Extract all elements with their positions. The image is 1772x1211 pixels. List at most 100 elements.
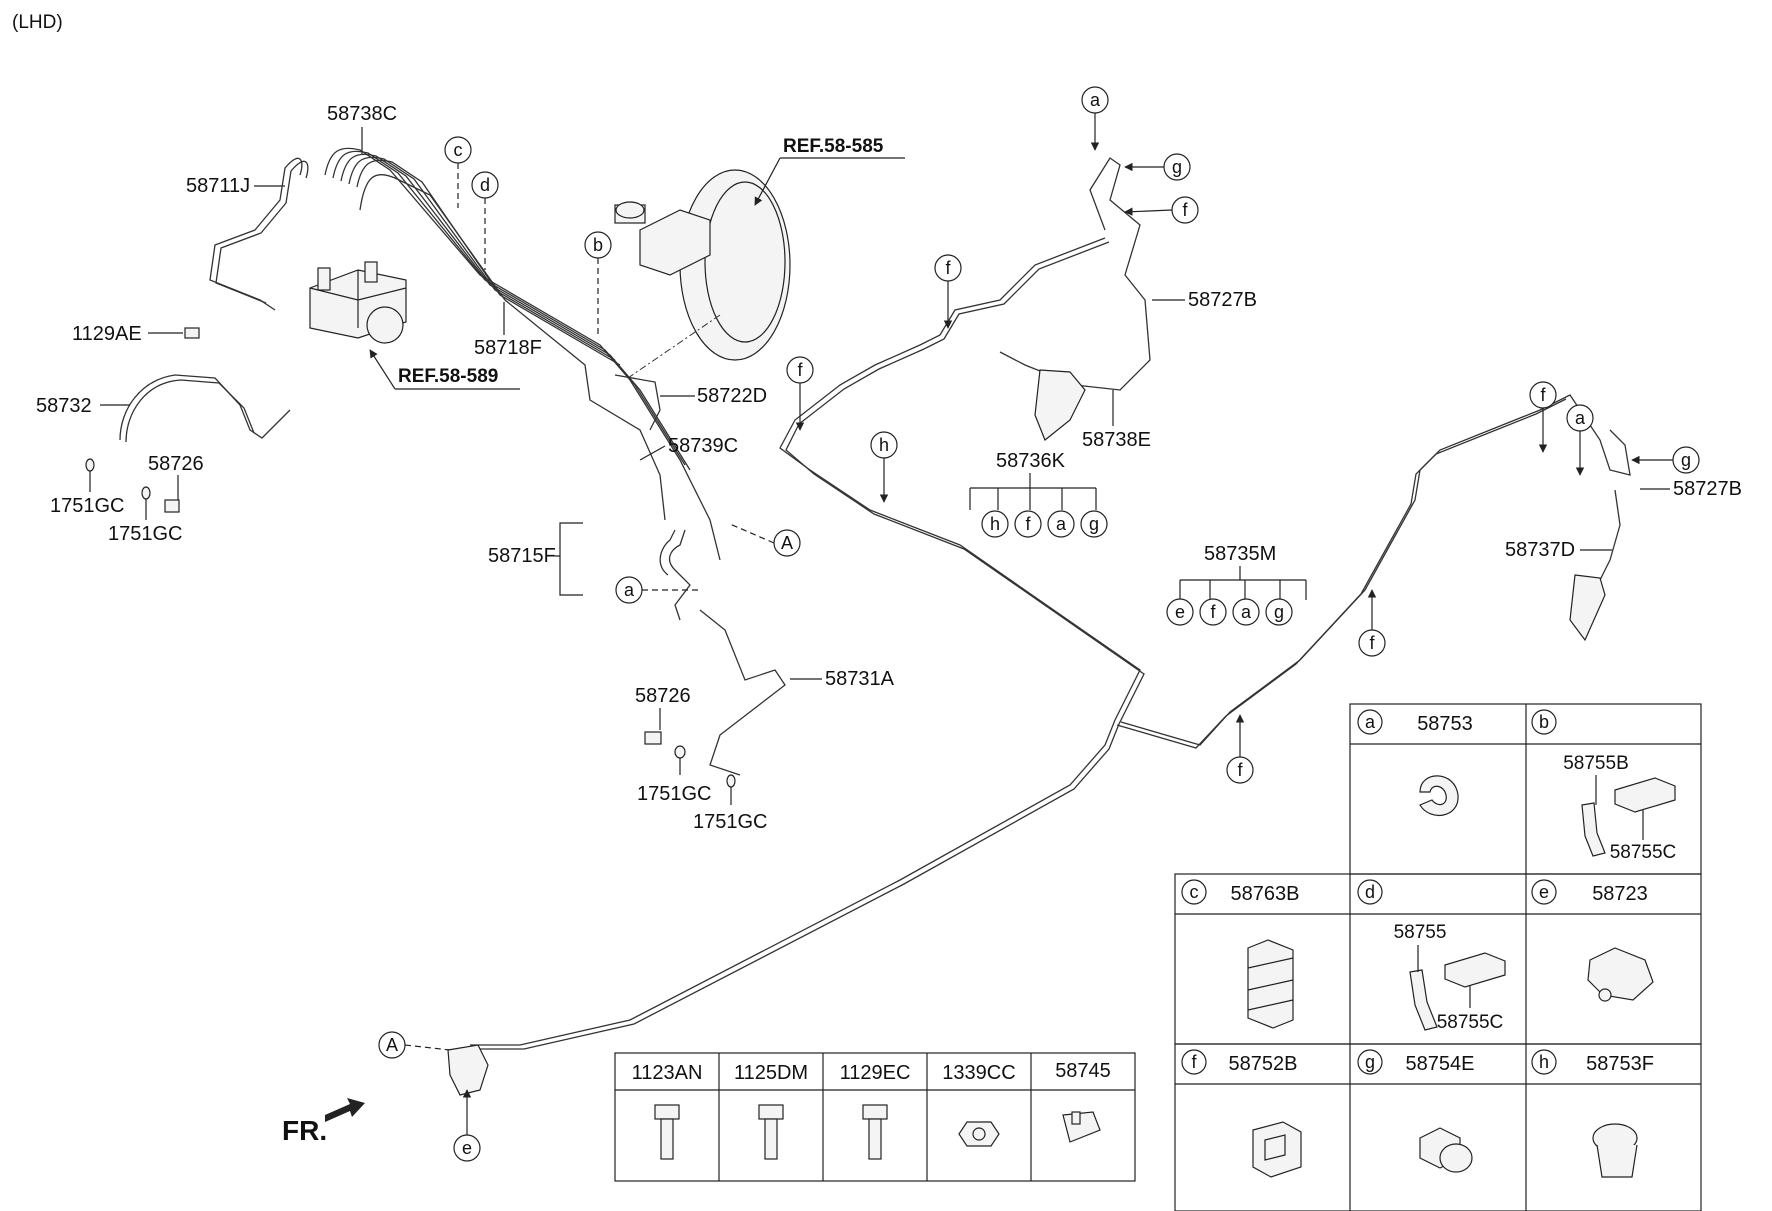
clip-a-part[interactable]: 58753 [1417, 713, 1473, 735]
callout-f-1: f [934, 254, 962, 329]
svg-text:A: A [386, 1035, 398, 1055]
svg-text:d: d [480, 175, 490, 195]
svg-text:g: g [1089, 514, 1099, 534]
bolt-header-1123AN: 1123AN [632, 1062, 703, 1084]
clip-g-icon [1419, 1127, 1473, 1173]
clip-b-part-top[interactable]: 58755B [1563, 753, 1629, 774]
clip-b-bracket-icon [1581, 802, 1606, 857]
clip-b-letter: b [1539, 712, 1549, 732]
clip-c-part[interactable]: 58763B [1231, 883, 1300, 905]
svg-text:f: f [1540, 385, 1546, 405]
part-58738C-label[interactable]: 58738C [327, 103, 397, 125]
callout-d: d [471, 171, 499, 270]
clip-e-part[interactable]: 58723 [1592, 883, 1648, 905]
front-direction-indicator: FR. [282, 1098, 365, 1146]
callout-e-bottom: e [453, 1089, 481, 1162]
svg-text:g: g [1274, 602, 1284, 622]
clip-d-letter: d [1365, 882, 1375, 902]
part-1751GC-1-label[interactable]: 1751GC [50, 495, 125, 517]
clip-g-part[interactable]: 58754E [1406, 1053, 1475, 1075]
svg-text:f: f [1369, 633, 1375, 653]
svg-text:f: f [1237, 760, 1243, 780]
clip-a-icon [1419, 775, 1459, 816]
part-58739C-label[interactable]: 58739C [668, 435, 738, 457]
svg-text:g: g [1681, 450, 1691, 470]
svg-text:f: f [1182, 200, 1188, 220]
clip-d-clip-icon [1444, 952, 1506, 988]
clip-d-part-top[interactable]: 58755 [1394, 922, 1447, 943]
part-58718F-label[interactable]: 58718F [474, 337, 542, 359]
clip-b-part-bottom[interactable]: 58755C [1610, 842, 1677, 863]
bolt-icon [862, 1104, 888, 1160]
svg-text:FR.: FR. [282, 1115, 327, 1146]
ref-58-589-label[interactable]: REF.58-589 [398, 366, 498, 387]
bolt-header-1125DM: 1125DM [734, 1062, 808, 1084]
svg-text:a: a [1090, 90, 1101, 110]
part-58722D-label[interactable]: 58722D [697, 385, 767, 407]
svg-text:g: g [1172, 157, 1182, 177]
main-brake-lines [470, 237, 1631, 1050]
part-58727B-2-label[interactable]: 58727B [1673, 478, 1742, 500]
part-1751GC-2-label[interactable]: 1751GC [108, 523, 183, 545]
part-58726-mid-label[interactable]: 58726 [635, 685, 691, 707]
part-1751GC-4-label[interactable]: 1751GC [693, 811, 768, 833]
callout-g-top: g [1124, 153, 1191, 181]
svg-text:a: a [1056, 514, 1067, 534]
group-58736K-letters: h f a g [981, 510, 1108, 538]
part-58727B-1-label[interactable]: 58727B [1188, 289, 1257, 311]
svg-text:f: f [1210, 602, 1216, 622]
clip-e-icon [1587, 947, 1654, 1001]
svg-text:a: a [624, 580, 635, 600]
callout-f-2: f [786, 356, 814, 431]
svg-text:a: a [1575, 408, 1586, 428]
clip-h-letter: h [1539, 1052, 1549, 1072]
callout-A-bottom: A [378, 1031, 451, 1059]
part-1129AE-label[interactable]: 1129AE [72, 323, 142, 345]
bolt-icon [758, 1104, 784, 1160]
clip-icon [1062, 1111, 1101, 1143]
bolt-header-1129EC: 1129EC [840, 1062, 911, 1084]
clip-f-part[interactable]: 58752B [1229, 1053, 1298, 1075]
brake-line-bundle [119, 147, 721, 561]
nut-icon [958, 1121, 1000, 1147]
part-58715F-label[interactable]: 58715F [488, 545, 556, 567]
ref-58-585-label[interactable]: REF.58-585 [783, 136, 884, 157]
svg-text:A: A [781, 533, 793, 553]
callout-f-3: f [1226, 714, 1254, 784]
clip-d-bracket-icon [1409, 969, 1438, 1031]
variant-label: (LHD) [12, 12, 63, 33]
clip-f-icon [1252, 1121, 1302, 1178]
abs-module [309, 261, 407, 344]
svg-text:h: h [990, 514, 1000, 534]
callout-A-top: A [729, 523, 801, 557]
clip-g-letter: g [1365, 1052, 1375, 1072]
callout-c: c [444, 136, 472, 208]
clip-d-part-bottom[interactable]: 58755C [1437, 1012, 1504, 1033]
group-58735M-letters: e f a g [1166, 598, 1293, 626]
callout-a-mid: a [615, 576, 700, 604]
bolt-icon [654, 1104, 680, 1160]
callout-g-right: g [1631, 446, 1700, 474]
part-58731A-label[interactable]: 58731A [825, 668, 895, 690]
callout-f-top: f [1124, 196, 1199, 224]
callout-b: b [584, 231, 612, 335]
clip-a-letter: a [1365, 712, 1376, 732]
svg-text:f: f [945, 258, 951, 278]
callout-a-right: a [1566, 404, 1594, 476]
part-58726-left-label[interactable]: 58726 [148, 453, 204, 475]
part-1751GC-3-label[interactable]: 1751GC [637, 783, 712, 805]
clip-e-letter: e [1539, 882, 1549, 902]
clip-b-clip-icon [1614, 777, 1676, 813]
callout-f-right: f [1529, 381, 1557, 453]
part-58738E-label[interactable]: 58738E [1082, 429, 1151, 451]
part-58711J-label[interactable]: 58711J [186, 175, 250, 197]
svg-text:b: b [593, 235, 603, 255]
clip-h-part[interactable]: 58753F [1586, 1053, 1654, 1075]
part-58732-label[interactable]: 58732 [36, 395, 92, 417]
part-58735M-label[interactable]: 58735M [1204, 543, 1276, 565]
clip-f-letter: f [1191, 1052, 1197, 1072]
brake-booster [614, 169, 791, 361]
part-58737D-label[interactable]: 58737D [1505, 539, 1575, 561]
part-58736K-label[interactable]: 58736K [996, 450, 1066, 472]
